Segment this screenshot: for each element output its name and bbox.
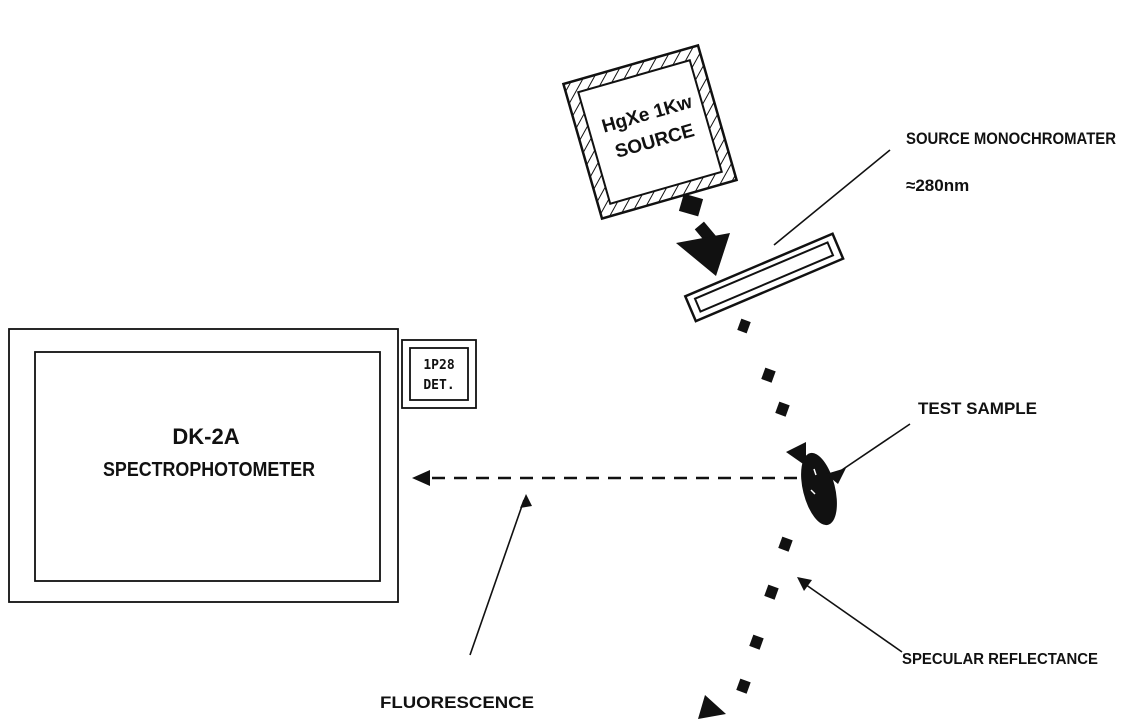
hgxe-source-lamp: HgXe 1Kw SOURCE [561, 43, 739, 221]
specular-leader-line [801, 581, 903, 653]
monochromatic-beam [737, 318, 790, 417]
spectrophotometer-label-line1: DK-2A [172, 424, 239, 449]
specular-arrowhead [698, 695, 726, 719]
incident-beam [676, 193, 730, 276]
source-monochromator [683, 232, 845, 323]
specular-pointer-arrowhead [797, 577, 812, 591]
beam-arrowhead-at-sample [786, 442, 806, 466]
fluorescence-arrowhead [412, 470, 430, 486]
fluorescence-pointer-arrowhead [520, 494, 532, 508]
sample-pointer-arrowhead [826, 468, 846, 484]
monochromator-label-line1: SOURCE MONOCHROMATER [906, 129, 1116, 148]
detector-label-line2: DET. [423, 378, 454, 393]
fluorescence-label: FLUORESCENCE [380, 693, 534, 712]
fluorescence-leader-line [469, 499, 525, 656]
monochromator-label-line2: ≈280nm [906, 176, 969, 195]
test-sample-label: TEST SAMPLE [918, 399, 1037, 418]
specular-reflectance-label: SPECULAR REFLECTANCE [902, 651, 1098, 668]
detector-label-line1: 1P28 [423, 358, 454, 373]
detector-1p28: 1P28 DET. [401, 339, 477, 409]
specular-reflectance-beam [736, 536, 793, 694]
monochromator-leader-line [773, 149, 891, 246]
test-sample [801, 452, 837, 526]
spectrophotometer-label-line2: SPECTROPHOTOMETER [103, 459, 315, 481]
spectrophotometer: DK-2A SPECTROPHOTOMETER [8, 328, 399, 603]
